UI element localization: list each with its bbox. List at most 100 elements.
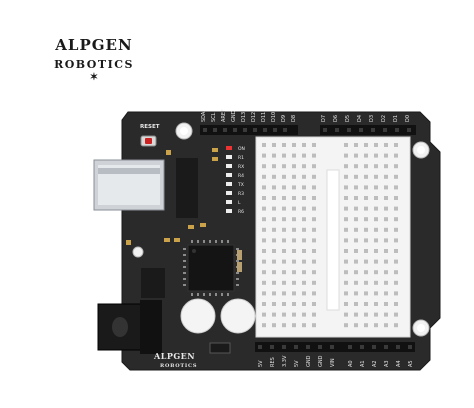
top-pin-label: GND	[231, 110, 237, 122]
breadboard-hole	[272, 291, 276, 296]
breadboard-hole	[302, 164, 306, 169]
breadboard-hole	[262, 196, 266, 200]
breadboard-hole	[272, 238, 276, 243]
mini-breadboard	[255, 136, 411, 338]
breadboard-hole	[302, 196, 306, 200]
breadboard-hole	[282, 302, 286, 306]
breadboard-hole	[344, 143, 348, 147]
breadboard-hole	[394, 143, 398, 147]
breadboard-hole	[312, 270, 316, 275]
breadboard-hole	[374, 270, 378, 275]
breadboard-hole	[394, 185, 398, 190]
breadboard-hole	[272, 164, 276, 169]
breadboard-hole	[292, 302, 296, 306]
bottom-pin-label: A2	[372, 360, 378, 367]
breadboard-hole	[282, 185, 286, 190]
led-label: L	[238, 200, 241, 206]
breadboard-hole	[364, 227, 368, 232]
breadboard-hole	[282, 249, 286, 253]
breadboard-hole	[364, 217, 368, 222]
breadboard-hole	[364, 153, 368, 158]
breadboard-hole	[374, 164, 378, 169]
breadboard-hole	[374, 217, 378, 222]
breadboard-hole	[302, 153, 306, 158]
breadboard-hole	[374, 196, 378, 200]
breadboard-hole	[384, 249, 388, 253]
breadboard-hole	[262, 217, 266, 222]
breadboard-hole	[312, 143, 316, 147]
breadboard-hole	[364, 206, 368, 211]
breadboard-hole	[384, 302, 388, 306]
breadboard-hole	[374, 185, 378, 190]
breadboard-hole	[292, 143, 296, 147]
breadboard-hole	[394, 312, 398, 317]
mcu-pins	[183, 240, 239, 296]
led-label: R3	[238, 191, 244, 197]
breadboard-hole	[384, 174, 388, 179]
breadboard-hole	[374, 302, 378, 306]
breadboard-hole	[282, 143, 286, 147]
breadboard-hole	[272, 302, 276, 306]
breadboard-hole	[302, 249, 306, 253]
power-jack	[97, 300, 162, 354]
breadboard-hole	[384, 259, 388, 264]
bottom-pin-label: A3	[384, 360, 390, 367]
breadboard-hole	[292, 153, 296, 158]
header-holes	[203, 128, 412, 349]
breadboard-hole	[374, 143, 378, 147]
brand-logo: ALPGEN ROBOTICS ✶	[34, 36, 154, 83]
brand-subtitle: ROBOTICS	[54, 58, 134, 71]
breadboard-hole	[394, 238, 398, 243]
top-pin-label: D10	[271, 112, 277, 122]
breadboard-hole	[354, 174, 358, 179]
breadboard-hole	[344, 164, 348, 169]
breadboard-hole	[344, 280, 348, 285]
breadboard-hole	[312, 217, 316, 222]
breadboard-hole	[302, 323, 306, 328]
breadboard-hole	[282, 227, 286, 232]
breadboard-hole	[364, 291, 368, 296]
breadboard-hole	[272, 196, 276, 200]
breadboard-hole	[364, 312, 368, 317]
breadboard-hole	[262, 185, 266, 190]
breadboard-hole	[354, 238, 358, 243]
breadboard-hole	[394, 323, 398, 328]
breadboard-hole	[312, 312, 316, 317]
breadboard-hole	[344, 249, 348, 253]
breadboard-hole	[344, 227, 348, 232]
led-label: R1	[238, 155, 244, 161]
bottom-brand-sub: ROBOTICS	[160, 363, 197, 369]
breadboard-hole	[312, 196, 316, 200]
led-label: R4	[238, 173, 244, 179]
top-pin-label: D1	[393, 115, 399, 122]
breadboard-hole	[344, 196, 348, 200]
breadboard-hole	[364, 302, 368, 306]
breadboard-hole	[354, 185, 358, 190]
breadboard-hole	[364, 249, 368, 253]
top-pin-label: D9	[281, 115, 287, 122]
breadboard-hole	[354, 143, 358, 147]
breadboard-hole	[282, 238, 286, 243]
breadboard-hole	[354, 227, 358, 232]
breadboard-hole	[384, 291, 388, 296]
breadboard-hole	[394, 259, 398, 264]
breadboard-hole	[312, 185, 316, 190]
breadboard-hole	[272, 249, 276, 253]
top-pin-label: D0	[405, 115, 411, 122]
breadboard-hole	[364, 143, 368, 147]
breadboard-hole	[394, 270, 398, 275]
breadboard-hole	[262, 259, 266, 264]
breadboard-hole	[292, 206, 296, 211]
breadboard-hole	[354, 280, 358, 285]
breadboard-hole	[344, 302, 348, 306]
breadboard-hole	[384, 323, 388, 328]
breadboard-hole	[394, 164, 398, 169]
top-pin-label: D6	[333, 115, 339, 122]
breadboard-hole	[312, 174, 316, 179]
breadboard-hole	[282, 196, 286, 200]
breadboard-hole	[354, 312, 358, 317]
breadboard-hole	[374, 206, 378, 211]
breadboard-hole	[364, 196, 368, 200]
breadboard-hole	[302, 143, 306, 147]
breadboard-hole	[394, 196, 398, 200]
